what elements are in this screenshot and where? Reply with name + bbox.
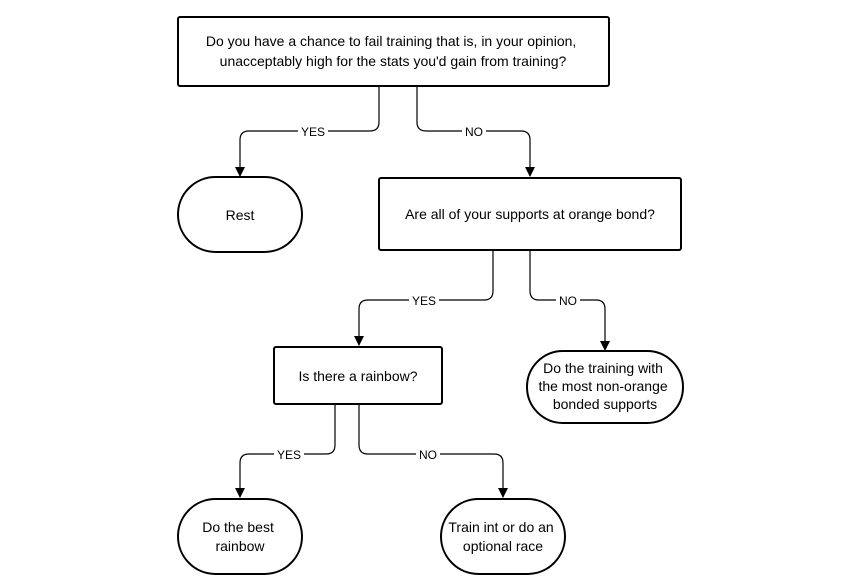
- edge-q2-no: NO: [529, 250, 610, 351]
- edge-q1-yes: YES: [235, 86, 380, 177]
- terminal-node-rest: Rest: [177, 176, 303, 253]
- node-text-line: rainbow: [215, 538, 265, 554]
- node-text-line: bonded supports: [553, 396, 657, 412]
- edge-label-no: NO: [465, 125, 483, 139]
- svg-text:Do the training with the: Do the training with the most non-orange…: [538, 360, 671, 412]
- node-text-line: Do the training with: [543, 360, 663, 376]
- node-text-line: Do you have a chance to fail training th…: [206, 33, 576, 49]
- terminal-node-train-int: Train int or do an optional race: [440, 498, 566, 575]
- edge-q1-no: NO: [416, 86, 535, 177]
- svg-text:Rest: Rest: [226, 207, 255, 223]
- edge-q2-yes: YES: [354, 250, 494, 346]
- edge-q3-no: NO: [358, 404, 508, 498]
- edge-label-no: NO: [419, 448, 437, 462]
- node-text-line: Are all of your supports at orange bond?: [405, 206, 655, 222]
- edge-label-yes: YES: [301, 125, 325, 139]
- svg-text:Train int or do an optio: Train int or do an optional race: [448, 519, 557, 554]
- svg-text:Do the best rainbow: Do the best rainbow: [202, 519, 278, 554]
- terminal-node-most-non-orange: Do the training with the most non-orange…: [526, 350, 684, 424]
- edge-label-yes: YES: [412, 294, 436, 308]
- svg-text:Do you have a chance to fail t: Do you have a chance to fail training th…: [206, 33, 580, 69]
- node-text-line: unacceptably high for the stats you'd ga…: [220, 53, 567, 69]
- svg-text:Is there a rainbow?: Is there a rainbow?: [298, 368, 417, 384]
- node-text-line: Do the best: [202, 519, 274, 535]
- svg-text:Are all of your supports at or: Are all of your supports at orange bond?: [405, 206, 655, 222]
- node-text-line: the most non-orange: [538, 378, 667, 394]
- decision-node-fail-chance: Do you have a chance to fail training th…: [177, 16, 610, 87]
- decision-node-rainbow: Is there a rainbow?: [273, 346, 443, 405]
- node-text-line: optional race: [463, 538, 543, 554]
- node-text-line: Train int or do an: [448, 519, 553, 535]
- terminal-node-best-rainbow: Do the best rainbow: [177, 498, 303, 575]
- decision-node-orange-bond: Are all of your supports at orange bond?: [378, 177, 682, 251]
- edge-label-no: NO: [559, 294, 577, 308]
- node-text-line: Is there a rainbow?: [298, 368, 417, 384]
- edge-label-yes: YES: [277, 448, 301, 462]
- node-text-line: Rest: [226, 207, 255, 223]
- edge-q3-yes: YES: [235, 404, 336, 498]
